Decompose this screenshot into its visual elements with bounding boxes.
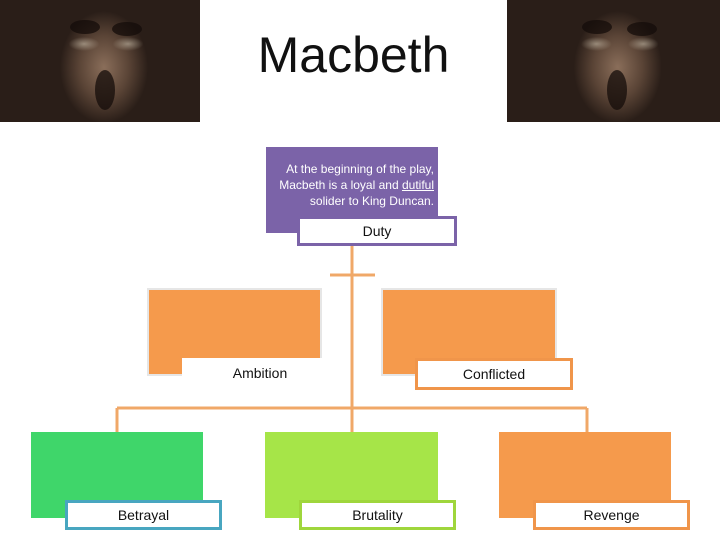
macbeth-portrait-right [507, 0, 720, 122]
macbeth-portrait-left [0, 0, 200, 122]
node-ambition-label: Ambition [182, 358, 338, 388]
node-duty-label: Duty [297, 216, 457, 246]
duty-description-text: At the beginning of the play, Macbeth is… [279, 162, 434, 208]
node-brutality-label: Brutality [299, 500, 456, 530]
node-revenge-label: Revenge [533, 500, 690, 530]
node-conflicted-label: Conflicted [415, 358, 573, 390]
node-betrayal-label: Betrayal [65, 500, 222, 530]
page-title: Macbeth [257, 27, 450, 83]
